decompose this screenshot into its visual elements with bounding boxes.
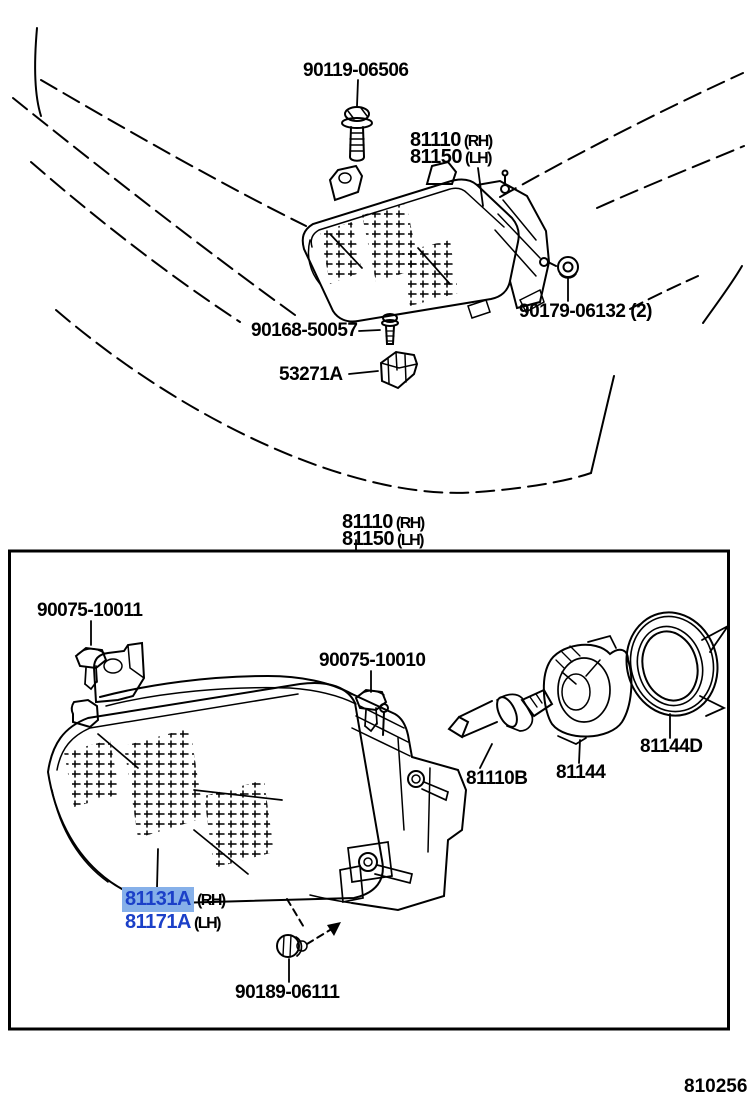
assy-rh-label[interactable]: 81110(RH) — [410, 129, 493, 151]
bulb-part-label[interactable]: 81110B — [466, 768, 528, 789]
diagram-code: 810256 — [684, 1076, 748, 1097]
retainer-part-label[interactable]: 81144 — [556, 762, 606, 783]
bracket-part-label[interactable]: 53271A — [279, 364, 343, 385]
nut-drawing — [557, 256, 579, 279]
leader-bracket — [348, 370, 379, 375]
leader-screw — [358, 329, 381, 332]
retainer-drawing — [542, 634, 633, 745]
lens-lh-side: (LH) — [193, 915, 221, 932]
box-title-rh-side: (RH) — [395, 515, 425, 532]
lens-rh-side: (RH) — [196, 892, 226, 909]
clip-upper-part-label[interactable]: 90075-10011 — [37, 600, 143, 621]
bolt-drawing — [341, 106, 373, 162]
grommet-arrow — [286, 898, 341, 945]
screw-part-label[interactable]: 90168-50057 — [251, 320, 358, 341]
box-title-rh-number[interactable]: 81110 — [342, 511, 393, 533]
grommet-drawing — [276, 934, 308, 958]
screw-drawing — [381, 313, 399, 345]
leader-bulb — [479, 743, 493, 769]
leader-retainer — [578, 739, 581, 764]
assy-rh-side: (RH) — [463, 133, 493, 150]
gasket-part-label[interactable]: 81144D — [640, 736, 703, 757]
car-body-outline — [12, 27, 745, 494]
leader-lens — [156, 848, 159, 889]
headlamp-assembly-top-drawing — [301, 160, 557, 323]
box-title-lh[interactable]: 81150(LH) — [342, 528, 424, 550]
gasket-ring-drawing — [625, 611, 729, 717]
box-title-rh[interactable]: 81110(RH) — [342, 511, 425, 533]
clip-upper-drawing — [74, 646, 108, 691]
lens-rh-number-highlighted[interactable]: 81131A — [122, 887, 194, 912]
leader-assy — [477, 167, 484, 207]
bulb-drawing — [447, 688, 554, 739]
assy-lh-number[interactable]: 81150 — [410, 146, 463, 168]
headlamp-assembly-detail-drawing — [46, 641, 468, 912]
leader-bolt — [356, 79, 359, 107]
box-title-lh-number[interactable]: 81150 — [342, 528, 395, 550]
grommet-part-label[interactable]: 90189-06111 — [235, 982, 340, 1003]
assy-lh-side: (LH) — [465, 150, 492, 167]
lens-lh-label[interactable]: 81171A(LH) — [125, 911, 221, 933]
bolt-part-label[interactable]: 90119-06506 — [303, 60, 409, 81]
detail-box-border — [8, 549, 730, 1031]
nut-part-label[interactable]: 90179-06132 (2) — [519, 301, 653, 322]
clip-lower-part-label[interactable]: 90075-10010 — [319, 650, 426, 671]
bracket-clip-drawing — [379, 350, 419, 390]
assy-rh-number[interactable]: 81110 — [410, 129, 461, 151]
lens-lh-number[interactable]: 81171A — [125, 911, 191, 933]
box-title-lh-side: (LH) — [397, 532, 424, 549]
lens-rh-label[interactable]: 81131A(RH) — [122, 887, 226, 912]
assy-lh-label[interactable]: 81150(LH) — [410, 146, 492, 168]
